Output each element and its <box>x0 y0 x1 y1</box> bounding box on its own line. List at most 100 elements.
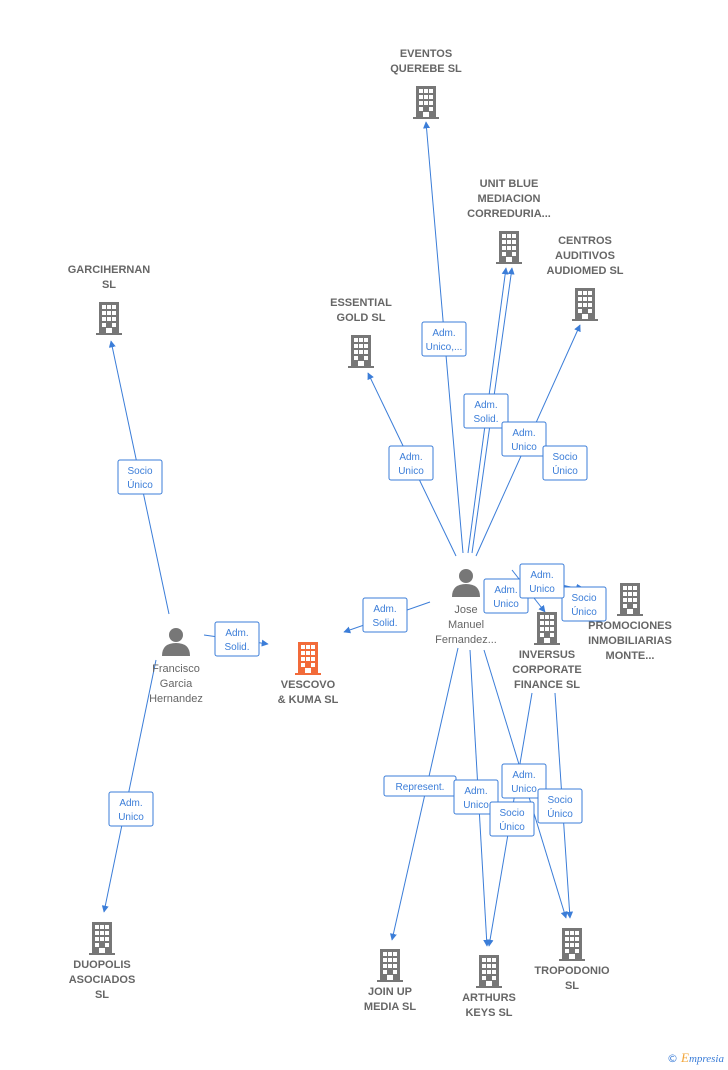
edge-label-jose-unitblue[interactable]: Adm.Solid. <box>463 393 509 429</box>
edge-label-text: Adm. <box>119 798 142 809</box>
node-label-joinup: MEDIA SL <box>364 1001 416 1013</box>
node-tropodonio[interactable]: TROPODONIO SL <box>534 928 610 992</box>
edge-label-text: Adm. <box>432 328 455 339</box>
node-promociones[interactable]: PROMOCIONESINMOBILIARIASMONTE... <box>588 583 672 662</box>
building-icon <box>617 583 643 616</box>
edge-label-jose-essential[interactable]: Adm.Unico <box>388 445 434 481</box>
building-icon <box>476 955 502 988</box>
edge-label-text: Solid. <box>372 618 397 629</box>
building-icon <box>413 86 439 119</box>
edge-label-text: Socio <box>552 452 577 463</box>
edge-label-text: Adm. <box>373 604 396 615</box>
node-label-inversus: FINANCE SL <box>514 679 580 691</box>
edge-label-jose-unitblue[interactable]: Adm.Unico <box>501 421 547 457</box>
node-unitblue[interactable]: UNIT BLUE MEDIACION CORREDURIA... <box>467 178 551 264</box>
edge-label-francisco-duopolis[interactable]: Adm.Unico <box>108 791 154 827</box>
edge-label-jose-tropodonio[interactable]: Adm.Unico <box>501 763 547 799</box>
node-label-promociones: MONTE... <box>606 650 655 662</box>
edge-label-text: Solid. <box>473 414 498 425</box>
node-label-arthurs: KEYS SL <box>465 1007 512 1019</box>
edge-label-text: Unico,... <box>426 342 463 353</box>
edge-label-jose-eventos[interactable]: Adm. Unico,... <box>421 321 467 357</box>
edge-label-text: Único <box>571 605 597 618</box>
edge-label-text: Unico <box>529 584 555 595</box>
node-label-francisco: Francisco <box>152 663 200 675</box>
node-label-eventos: EVENTOS <box>400 48 452 60</box>
edge-label-text: Unico <box>463 800 489 811</box>
node-label-jose: Manuel <box>448 619 484 631</box>
node-label-unitblue: UNIT BLUE <box>480 178 539 190</box>
node-jose[interactable]: JoseManuelFernandez... <box>435 569 497 646</box>
node-label-essential: GOLD SL <box>337 312 386 324</box>
node-inversus[interactable]: INVERSUS CORPORATE FINANCE SL <box>512 612 582 691</box>
node-label-centros: CENTROS <box>558 235 612 247</box>
node-vescovo[interactable]: VESCOVO& KUMA SL <box>278 642 339 706</box>
edge-label-text: Adm. <box>464 786 487 797</box>
node-label-tropodonio: SL <box>565 980 579 992</box>
node-label-francisco: Garcia <box>160 678 193 690</box>
person-icon <box>452 569 480 597</box>
edge-label-text: Único <box>547 807 573 820</box>
building-icon <box>348 335 374 368</box>
edge-label-jose-promociones[interactable]: Adm.Unico <box>483 578 529 614</box>
edge-label-text: Socio <box>571 593 596 604</box>
node-label-garcihernan: GARCIHERNAN <box>68 264 151 276</box>
edge-label-text: Único <box>552 464 578 477</box>
building-icon <box>377 949 403 982</box>
edge-label-text: Solid. <box>224 642 249 653</box>
edge-label-text: Único <box>127 478 153 491</box>
node-label-essential: ESSENTIAL <box>330 297 392 309</box>
node-label-unitblue: CORREDURIA... <box>467 208 551 220</box>
node-label-centros: AUDIOMED SL <box>547 265 624 277</box>
edge-label-text: Socio <box>499 808 524 819</box>
building-icon <box>559 928 585 961</box>
node-label-duopolis: DUOPOLIS <box>73 959 130 971</box>
edge-francisco-duopolis <box>101 659 157 913</box>
node-essential[interactable]: ESSENTIAL GOLD SL <box>330 297 392 368</box>
building-icon <box>572 288 598 321</box>
brand-initial: E <box>681 1050 689 1065</box>
edge-label-jose-arthurs[interactable]: Adm. Unico <box>453 779 499 815</box>
building-icon <box>534 612 560 645</box>
edge-label-text: Unico <box>511 442 537 453</box>
edge-label-text: Unico <box>493 599 519 610</box>
edge-label-text: Adm. <box>225 628 248 639</box>
node-label-francisco: Hernandez <box>149 693 203 705</box>
edge-label-francisco-vescovo[interactable]: Adm. Solid. <box>214 621 260 657</box>
main-building-icon <box>295 642 321 675</box>
node-centros[interactable]: CENTROS AUDITIVOS AUDIOMED SL <box>547 235 624 321</box>
edge-label-jose-vescovo[interactable]: Adm. Solid. <box>362 597 408 633</box>
node-label-centros: AUDITIVOS <box>555 250 615 262</box>
edge-label-text: Represent. <box>396 782 445 793</box>
node-label-joinup: JOIN UP <box>368 986 412 998</box>
edge-label-text: Adm. <box>512 770 535 781</box>
node-label-vescovo: VESCOVO <box>281 679 336 691</box>
brand-name: mpresia <box>688 1053 724 1065</box>
node-joinup[interactable]: JOIN UP MEDIA SL <box>364 949 416 1013</box>
node-label-inversus: CORPORATE <box>512 664 581 676</box>
person-icon <box>162 628 190 656</box>
footer-brand[interactable]: ©Empresia <box>667 1050 724 1066</box>
node-label-tropodonio: TROPODONIO <box>534 965 610 977</box>
node-label-promociones: PROMOCIONES <box>588 620 672 632</box>
node-label-unitblue: MEDIACION <box>478 193 541 205</box>
edge-label-text: Adm. <box>530 570 553 581</box>
edge-label-jose-joinup[interactable]: Represent. <box>383 775 457 797</box>
node-label-duopolis: ASOCIADOS <box>69 974 136 986</box>
node-label-inversus: INVERSUS <box>519 649 575 661</box>
edge-label-text: Socio <box>127 466 152 477</box>
edge-labels-layer: Adm.Unico,...Adm.Solid.Adm.UnicoSocioÚni… <box>108 321 607 837</box>
edge-label-jose-inversus[interactable]: Adm. Unico <box>519 563 565 599</box>
